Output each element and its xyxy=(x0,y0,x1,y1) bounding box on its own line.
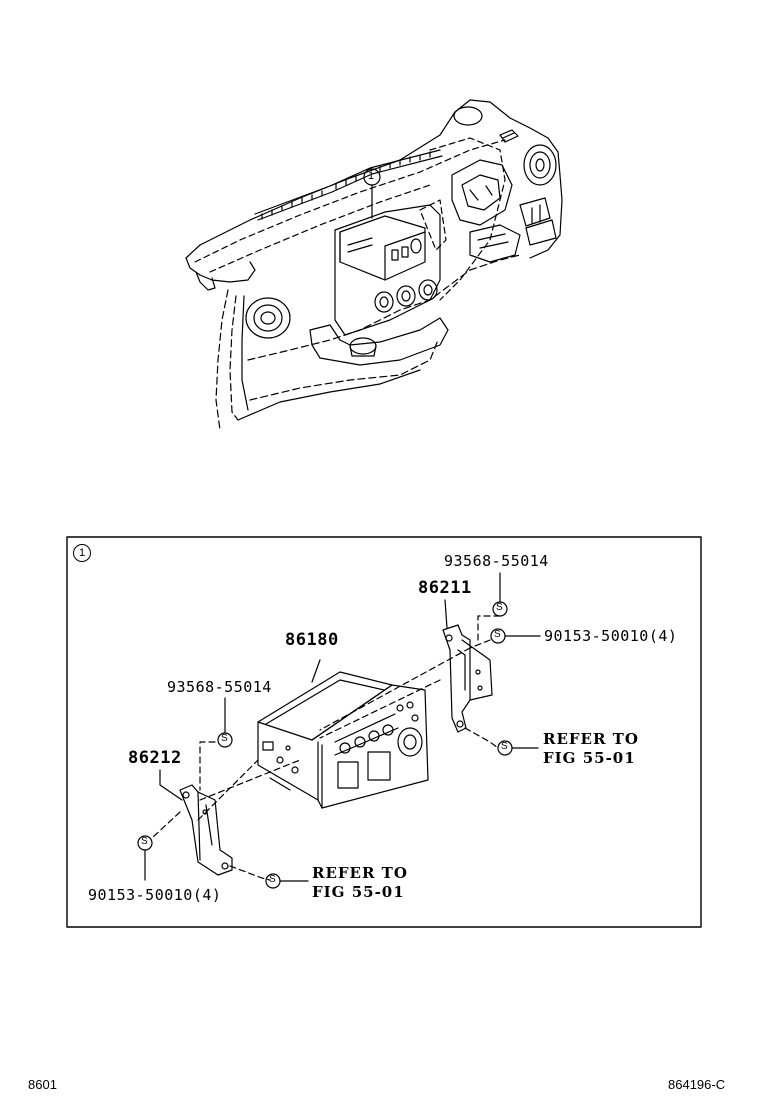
leader-lines xyxy=(144,572,541,882)
audio-unit-86180 xyxy=(257,671,429,809)
screw-symbol-text: S xyxy=(221,733,228,744)
label-fig-55-01-bottom: FIG 55-01 xyxy=(312,883,405,901)
label-fig-55-01-right: FIG 55-01 xyxy=(543,749,636,767)
bracket-86211 xyxy=(442,624,493,733)
label-refer-to-right: REFER TO xyxy=(543,730,639,748)
detail-frame xyxy=(66,536,702,928)
detail-callout: 1 xyxy=(73,544,91,562)
footer-right-code: 864196-C xyxy=(668,1077,726,1092)
label-93568-55014-top: 93568-55014 xyxy=(444,552,549,570)
label-86211: 86211 xyxy=(418,578,472,598)
label-93568-55014-left: 93568-55014 xyxy=(167,678,272,696)
overview-callout-number: 1 xyxy=(368,170,375,182)
dashed-assembly-lines xyxy=(151,615,501,881)
screw-symbol-text: S xyxy=(501,741,508,752)
footer-left-code: 8601 xyxy=(28,1077,57,1092)
bracket-86212 xyxy=(179,784,233,876)
leader-86180 xyxy=(311,659,321,683)
overview-callout xyxy=(363,168,381,219)
leader-86211 xyxy=(444,599,448,629)
label-86180: 86180 xyxy=(285,630,339,650)
label-90153-50010-right: 90153-50010(4) xyxy=(544,627,678,645)
instrument-panel-illustration xyxy=(185,99,563,431)
leader-86212 xyxy=(159,769,183,801)
label-86212: 86212 xyxy=(128,748,182,768)
screw-symbol-text: S xyxy=(494,629,501,640)
screw-symbol-text: S xyxy=(496,602,503,613)
screw-symbol-text: S xyxy=(269,874,276,885)
label-90153-50010-left: 90153-50010(4) xyxy=(88,886,222,904)
label-refer-to-bottom: REFER TO xyxy=(312,864,408,882)
screw-symbol-text: S xyxy=(141,836,148,847)
